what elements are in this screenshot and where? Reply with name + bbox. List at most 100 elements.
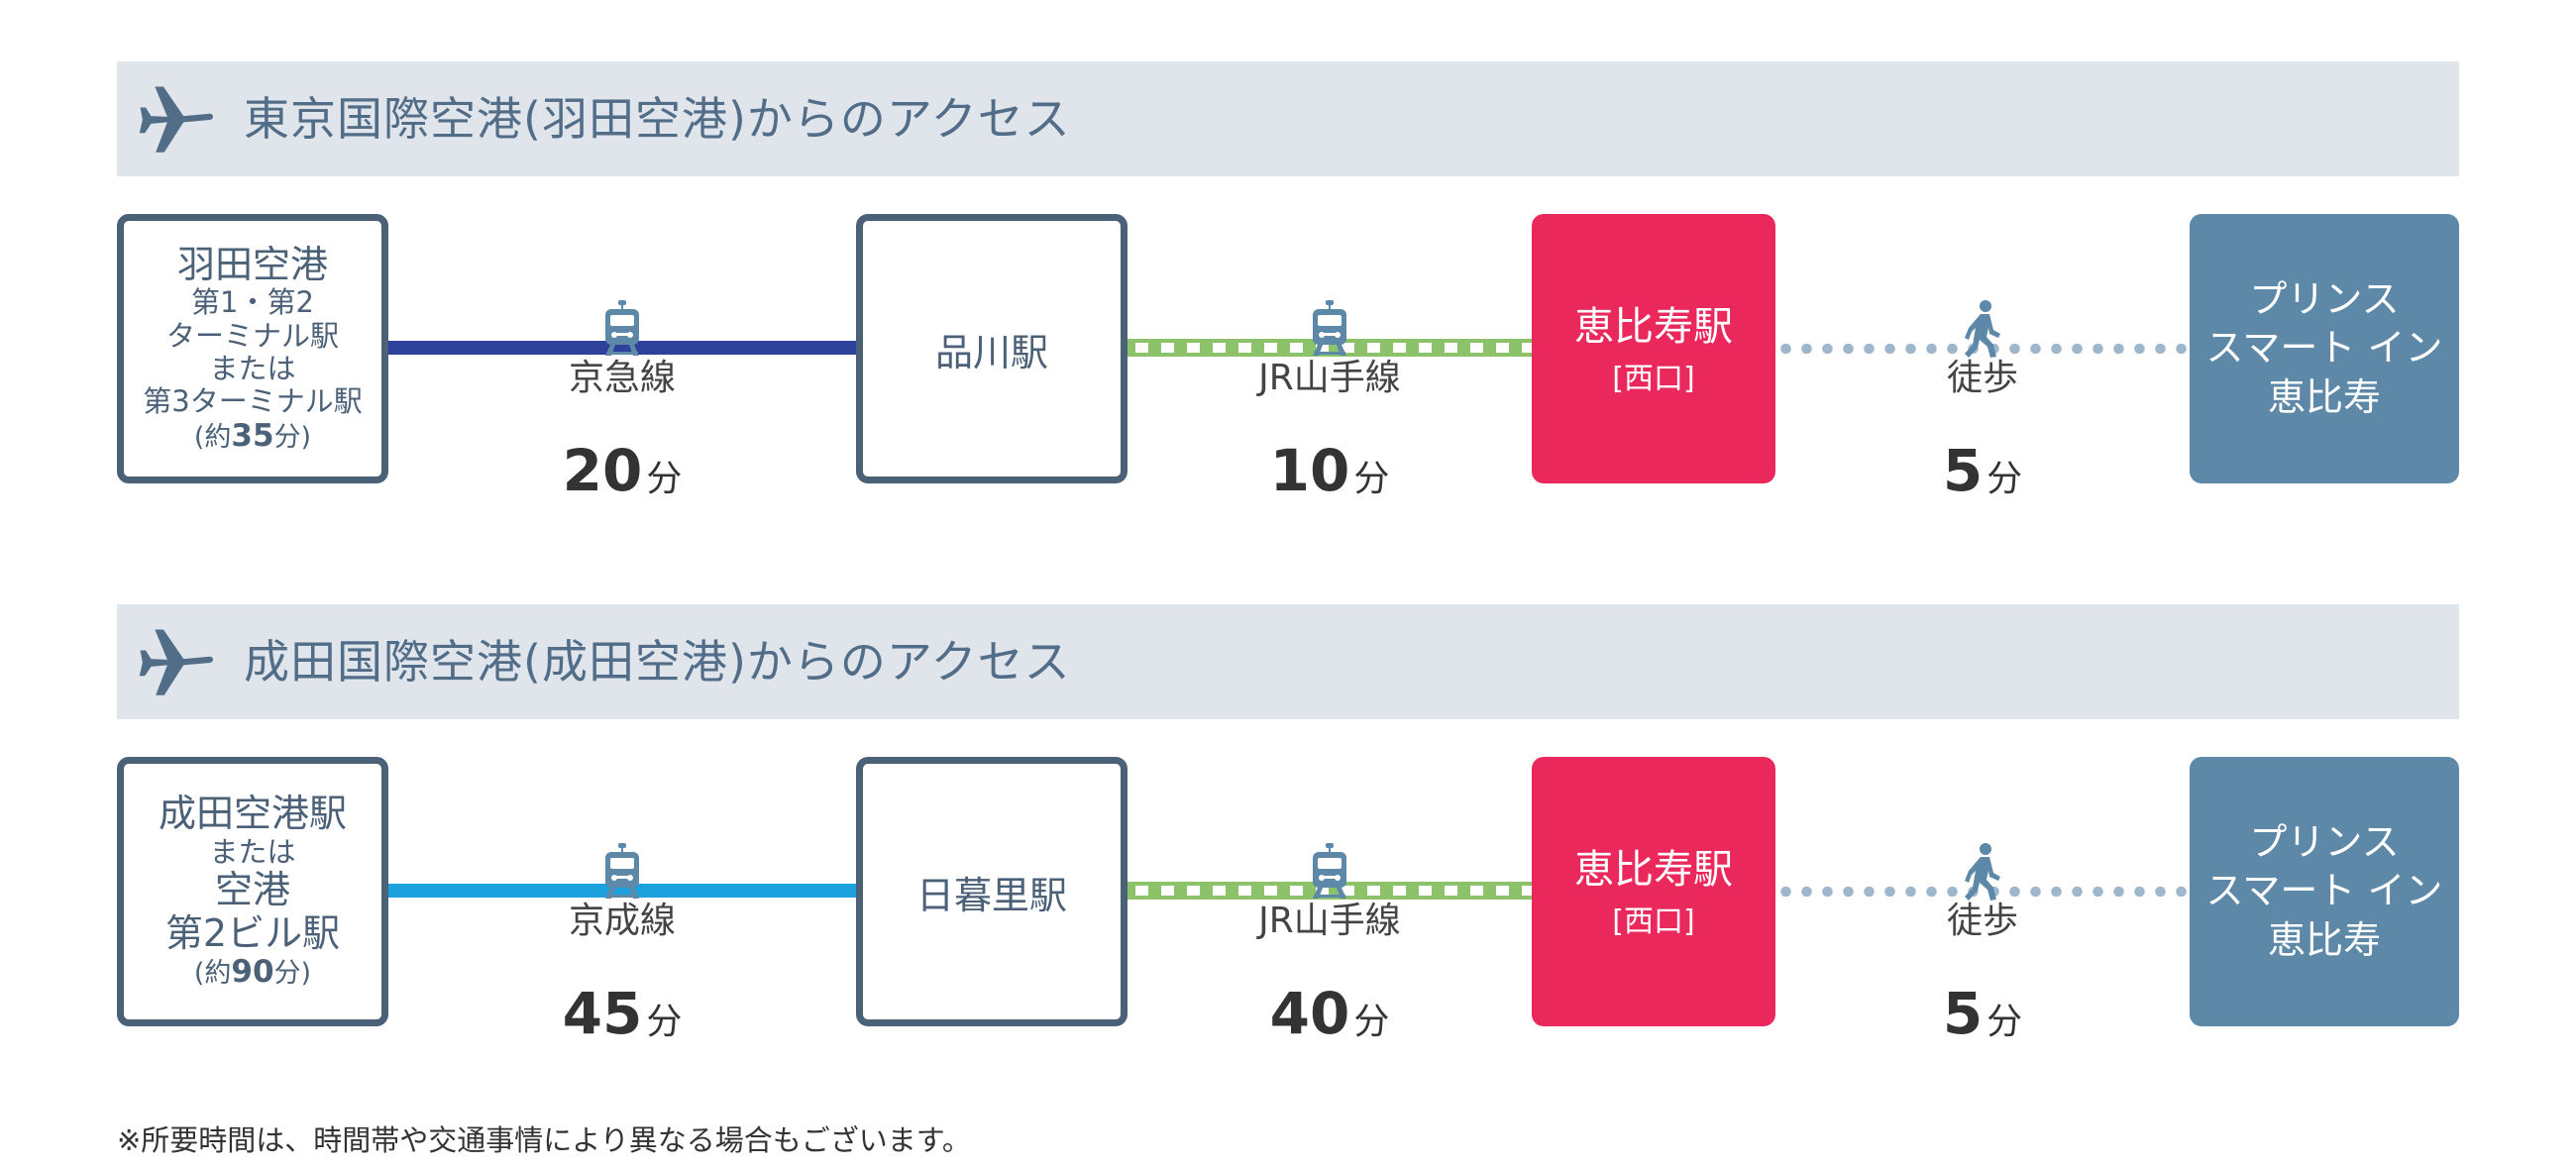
origin-station-line: 第1・第2 <box>191 285 314 320</box>
walking-person-icon <box>1963 300 2002 358</box>
duration-number: 10 <box>1269 437 1350 504</box>
yamanote-line <box>1127 339 1532 357</box>
yamanote-line-dash <box>1187 886 1200 896</box>
minute-unit: 分 <box>1986 459 2023 499</box>
origin-station-line: 第2ビル駅 <box>164 910 341 955</box>
origin-station-line: 成田空港駅 <box>158 791 347 835</box>
yamanote-line-dash <box>1238 886 1251 896</box>
hotel-box: プリンススマート イン恵比寿 <box>2190 757 2459 1026</box>
yamanote-line-dash <box>1496 343 1509 353</box>
duration-number: 45 <box>562 980 643 1047</box>
yamanote-line-dash <box>1367 886 1380 896</box>
walk-label: 徒歩 <box>1946 358 2018 398</box>
yamanote-line-dash <box>1290 343 1303 353</box>
yamanote-line-dash <box>1445 886 1457 896</box>
origin-total-time: (約90分) <box>194 955 311 991</box>
ebisu-station-box: 恵比寿駅 [西口] <box>1532 757 1775 1026</box>
duration-number: 40 <box>1269 980 1350 1047</box>
origin-station-box: 成田空港駅または空港第2ビル駅 (約90分) <box>117 757 388 1026</box>
yamanote-line-dash <box>1393 343 1406 353</box>
yamanote-line-dash <box>1161 886 1174 896</box>
total-time-prefix: (約 <box>193 421 232 453</box>
yamanote-line-dash <box>1445 343 1457 353</box>
hotel-name: プリンススマート イン恵比寿 <box>2206 818 2443 965</box>
minute-unit: 分 <box>1353 1002 1390 1042</box>
hotel-name-line: 恵比寿 <box>2267 917 2381 962</box>
yamanote-line-dash <box>1238 343 1251 353</box>
airport-line <box>388 341 856 355</box>
yamanote-line-dash <box>1522 343 1532 353</box>
train-icon <box>602 300 642 358</box>
origin-station-line: 羽田空港 <box>176 242 328 286</box>
yamanote-line-dash <box>1496 886 1509 896</box>
segment-line-name: JR山手線 <box>1258 901 1401 941</box>
yamanote-line-dash <box>1135 886 1148 896</box>
origin-total-time: (約35分) <box>193 418 312 455</box>
yamanote-line-dash <box>1290 886 1303 896</box>
yamanote-line-dash <box>1316 886 1329 896</box>
section-header: 成田国際空港(成田空港)からのアクセス <box>117 604 2459 719</box>
minute-unit: 分 <box>1986 1002 2023 1042</box>
minute-unit: 分 <box>646 1002 683 1042</box>
segment-line-name: 京成線 <box>568 901 676 941</box>
origin-station-line: または <box>209 834 296 869</box>
total-time-suffix: 分) <box>273 421 312 453</box>
hotel-name-line: スマート イン <box>2205 869 2443 913</box>
yamanote-line-dash <box>1342 886 1354 896</box>
origin-station-line: 空港 <box>214 868 290 911</box>
yamanote-line-dash <box>1419 886 1432 896</box>
yamanote-line-dash <box>1316 343 1329 353</box>
transfer-station-box: 日暮里駅 <box>856 757 1127 1026</box>
segment-line-name: JR山手線 <box>1258 358 1401 398</box>
duration-number: 20 <box>562 437 643 504</box>
yamanote-line-dash <box>1213 886 1226 896</box>
hotel-box: プリンススマート イン恵比寿 <box>2190 214 2459 483</box>
train-icon <box>1310 843 1349 901</box>
minute-unit: 分 <box>646 459 683 499</box>
origin-station-line: または <box>209 352 296 386</box>
total-time-number: 90 <box>231 954 274 991</box>
hotel-name-line: スマート イン <box>2205 326 2443 371</box>
ebisu-station-box: 恵比寿駅 [西口] <box>1532 214 1775 483</box>
yamanote-line-dash <box>1213 343 1226 353</box>
train-icon <box>1310 300 1349 358</box>
yamanote-line-dash <box>1393 886 1406 896</box>
section-header: 東京国際空港(羽田空港)からのアクセス <box>117 61 2459 176</box>
yamanote-line-dash <box>1342 343 1354 353</box>
hotel-name-line: 恵比寿 <box>2267 374 2381 419</box>
hotel-name-line: プリンス <box>2249 276 2400 321</box>
yamanote-line-dash <box>1419 343 1432 353</box>
transfer-station-name: 品川駅 <box>934 330 1048 374</box>
origin-station-line: ターミナル駅 <box>165 318 339 353</box>
origin-station-name: 成田空港駅または空港第2ビル駅 <box>158 791 347 955</box>
yamanote-line-dash <box>1187 343 1200 353</box>
segment-line-name: 京急線 <box>568 358 676 398</box>
yamanote-line-dash <box>1522 886 1532 896</box>
total-time-suffix: 分) <box>273 958 312 990</box>
train-icon <box>602 843 642 901</box>
yamanote-line-dash <box>1470 343 1483 353</box>
walk-label: 徒歩 <box>1946 901 2018 941</box>
transfer-station-box: 品川駅 <box>856 214 1127 483</box>
total-time-prefix: (約 <box>193 958 232 990</box>
transfer-station-name: 日暮里駅 <box>915 873 1067 917</box>
walking-path <box>1775 344 2190 354</box>
ebisu-station-name: 恵比寿駅 <box>1574 847 1733 893</box>
footnote: ※所要時間は、時間帯や交通事情により異なる場合もございます。 <box>117 1123 971 1157</box>
airport-line <box>388 884 856 898</box>
yamanote-line-dash <box>1161 343 1174 353</box>
station-exit-label: [西口] <box>1612 904 1695 939</box>
yamanote-line-dash <box>1264 343 1277 353</box>
duration-number: 5 <box>1942 437 1984 504</box>
yamanote-line-dash <box>1470 886 1483 896</box>
origin-station-line: 第3ターミナル駅 <box>143 384 363 419</box>
yamanote-line-dash <box>1135 343 1148 353</box>
